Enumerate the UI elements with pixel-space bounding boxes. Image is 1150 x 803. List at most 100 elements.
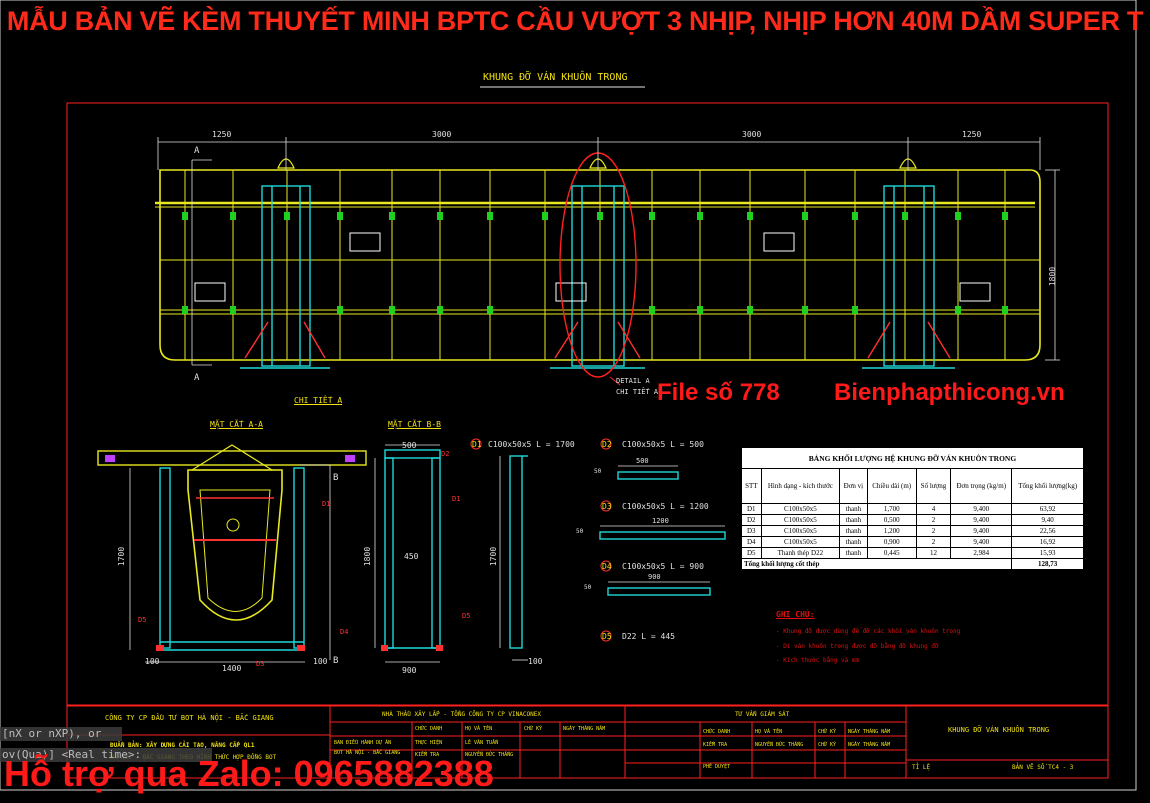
tag-d1: D1 — [452, 495, 461, 503]
bracing — [244, 321, 951, 359]
bom-cell: 0,500 — [866, 514, 917, 526]
side-dim-base: 100 — [528, 657, 543, 666]
bom-cell: D3 — [741, 525, 762, 537]
member-d3-dim: 1200 — [652, 517, 669, 525]
bom-cell: C100x50x5 — [760, 525, 841, 537]
main-drawing-title: KHUNG ĐỠ VÁN KHUÔN TRONG — [483, 72, 628, 83]
member-d2-text: C100x50x5 L = 500 — [622, 440, 704, 449]
bom-total-value: 128,73 — [1011, 558, 1084, 570]
bom-cell: thanh — [839, 536, 868, 548]
bom-cell: 2,984 — [950, 547, 1013, 559]
tb-cons-name-2: NGUYỄN ĐỨC THẮNG — [755, 742, 804, 748]
tb-name-1: LÊ VĂN TUẤN — [465, 740, 499, 746]
tb-role-2: KIỂM TRA — [415, 752, 440, 758]
bom-cell: 12 — [915, 547, 952, 559]
tb-col-name: HỌ VÀ TÊN — [465, 726, 493, 732]
bom-cell: 1,200 — [866, 525, 917, 537]
tag-d5-bb: D5 — [462, 612, 471, 620]
dim-top-3: 3000 — [742, 130, 762, 139]
member-d5-tag: D5 — [602, 632, 612, 641]
bom-cell: D2 — [741, 514, 762, 526]
aa-dim-left: 100 — [145, 657, 160, 666]
tag-d3: D3 — [256, 660, 265, 668]
member-d4-tag: D4 — [602, 562, 612, 571]
member-d2-dim: 500 — [636, 457, 649, 465]
bom-cell: C100x50x5 — [760, 536, 841, 548]
title-block-grid — [66, 705, 1109, 779]
section-bb-view — [374, 444, 443, 663]
bom-cell: 4 — [915, 503, 952, 515]
note-1: - Khung đỡ được dùng để đỡ các khối ván … — [776, 628, 961, 635]
connector-marks — [182, 212, 1008, 314]
bb-dim-top: 500 — [402, 441, 417, 450]
member-sketches — [599, 471, 726, 596]
d4-sketch — [607, 587, 711, 596]
bom-cell: thanh — [839, 514, 868, 526]
aa-base-left — [156, 645, 164, 651]
detail-callout-1: DETAIL A — [616, 377, 650, 385]
bb-pad-left — [381, 645, 388, 651]
bom-h-qty: Số lượng — [915, 468, 952, 504]
section-aa-title: MẶT CẮT A-A — [210, 420, 263, 429]
formwork-blocks — [194, 232, 991, 302]
bom-cell: D5 — [741, 547, 762, 559]
bb-post-right — [431, 457, 441, 649]
detail-leader — [609, 376, 621, 386]
tag-circles — [470, 438, 612, 642]
dim-height: 1800 — [1048, 266, 1058, 287]
member-d1-text: C100x50x5 L = 1700 — [488, 440, 575, 449]
aa-base-right — [297, 645, 305, 651]
bom-h-shape: Hình dạng - kích thước — [760, 468, 841, 504]
bom-cell: Thanh thép D22 — [760, 547, 841, 559]
bb-top-beam — [384, 449, 441, 459]
note-2: - Di ván khuôn trong được đỡ bằng đỡ khu… — [776, 643, 939, 650]
rib-lines — [184, 170, 1006, 360]
bom-cell: 9,400 — [950, 525, 1013, 537]
member-d3-text: C100x50x5 L = 1200 — [622, 502, 709, 511]
tb-cons-sign-1: CHỮ KÝ — [818, 729, 837, 735]
member-d1-tag: D1 — [472, 440, 482, 449]
notes-title: GHI CHÚ: — [776, 610, 815, 619]
dim-top-4: 1250 — [962, 130, 982, 139]
detail-callout-2: CHI TIẾT A — [616, 388, 659, 396]
tb-scale-label: TỈ LỆ — [912, 764, 931, 771]
aa-posts — [159, 467, 305, 651]
member-d3-tag: D3 — [602, 502, 612, 511]
tb-cons-role-2: KIỂM TRA — [703, 742, 728, 748]
bom-h-total: Tổng khối lượng(kg) — [1011, 468, 1084, 504]
bom-cell: 15,93 — [1011, 547, 1084, 559]
section-b-top: B — [333, 473, 339, 483]
tb-name-2: NGUYỄN ĐỨC THẮNG — [465, 752, 514, 758]
section-a-top: A — [194, 146, 200, 156]
aa-slab-pad-left — [105, 455, 115, 462]
member-side-dim-3: 50 — [584, 584, 592, 591]
tb-sheet-number: BẢN VẼ SỐ TC4 - 3 — [1012, 764, 1074, 771]
member-dims — [600, 465, 725, 583]
bb-dim-mid: 450 — [404, 552, 419, 561]
command-line-1: [nX or nXP), or — [0, 727, 122, 741]
bom-cell: 2 — [915, 514, 952, 526]
tb-role-1: THỰC HIỆN — [415, 740, 443, 746]
side-member-view — [499, 455, 528, 661]
tag-d5: D5 — [138, 616, 147, 624]
elevation-view — [155, 137, 1060, 386]
bom-cell: 16,92 — [1011, 536, 1084, 548]
bom-cell: 9,400 — [950, 536, 1013, 548]
right-dimension-line — [1045, 169, 1060, 361]
bom-h-length: Chiều dài (m) — [866, 468, 917, 504]
tb-cons-name-1: HỌ VÀ TÊN — [755, 729, 783, 735]
tb-col-role: CHỨC DANH — [415, 726, 443, 732]
bom-cell: 2 — [915, 525, 952, 537]
member-side-dim-2: 50 — [576, 528, 584, 535]
d2-sketch — [617, 471, 679, 480]
bom-table: BẢNG KHỐI LƯỢNG HỆ KHUNG ĐỠ VÁN KHUÔN TR… — [740, 447, 1084, 570]
bom-cell: 0,445 — [866, 547, 917, 559]
tb-contractor: NHÀ THẦU XÂY LẮP - TỔNG CÔNG TY CP VINAC… — [382, 711, 541, 718]
tb-col-sign: CHỮ KÝ — [524, 726, 543, 732]
aa-dim-width: 1400 — [222, 664, 242, 673]
side-dim-height: 1700 — [489, 546, 499, 567]
bom-h-unitweight: Đơn trọng (kg/m) — [950, 468, 1013, 504]
